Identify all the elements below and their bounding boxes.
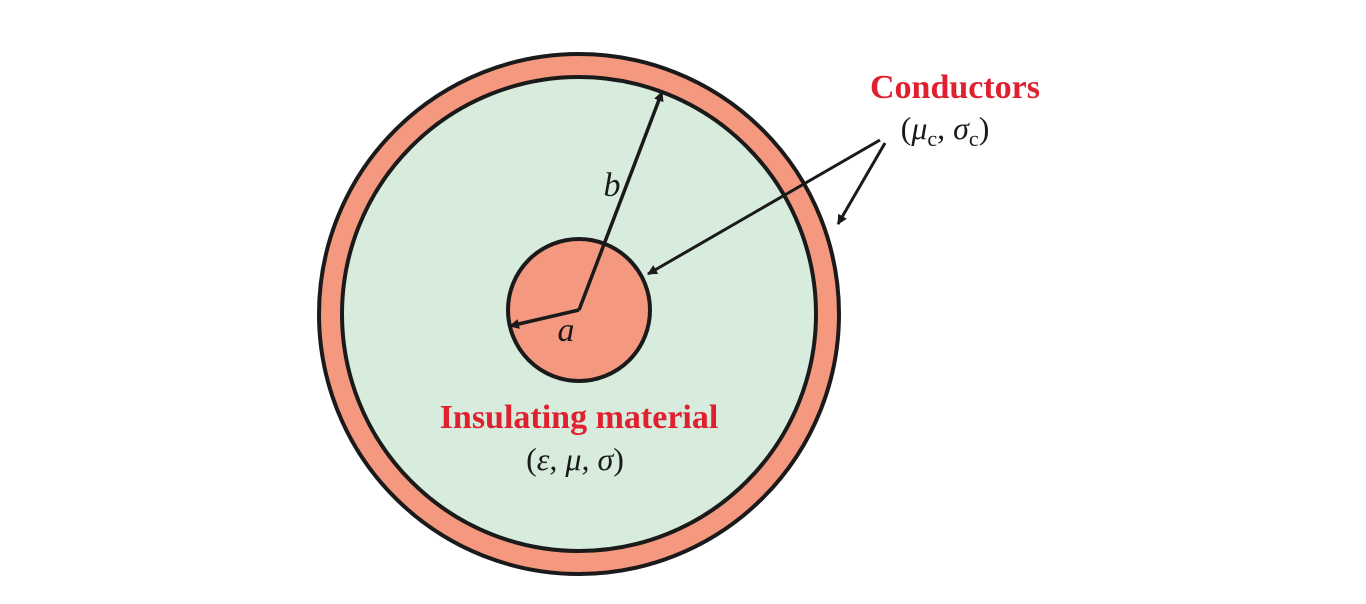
- insulator-params-open: (: [526, 441, 537, 477]
- conductors-params-mu: μ: [910, 110, 927, 146]
- inner-radius-label: a: [558, 312, 575, 349]
- insulator-params-close: ): [613, 441, 624, 477]
- inner-radius-arrow: [509, 308, 580, 329]
- insulator-params-body: ε, μ, σ: [537, 441, 615, 477]
- insulator-title: Insulating material: [440, 399, 719, 436]
- conductors-title: Conductors: [870, 69, 1040, 106]
- pointer-arrow-outer-conductor: [836, 142, 887, 225]
- conductors-params-close: ): [979, 110, 990, 146]
- outer-radius-arrow: [577, 91, 664, 311]
- conductors-params: (μc, σc): [901, 110, 990, 151]
- conductors-params-mu-sub: c: [927, 126, 937, 151]
- conductors-params-sigma: σ: [953, 110, 970, 146]
- pointer-arrow-inner-conductor: [647, 138, 881, 276]
- conductors-params-open: (: [901, 110, 912, 146]
- insulator-params: (ε, μ, σ): [526, 441, 624, 477]
- conductors-params-sigma-sub: c: [969, 126, 979, 151]
- outer-radius-label: b: [604, 167, 621, 204]
- conductors-params-sep: ,: [937, 110, 953, 146]
